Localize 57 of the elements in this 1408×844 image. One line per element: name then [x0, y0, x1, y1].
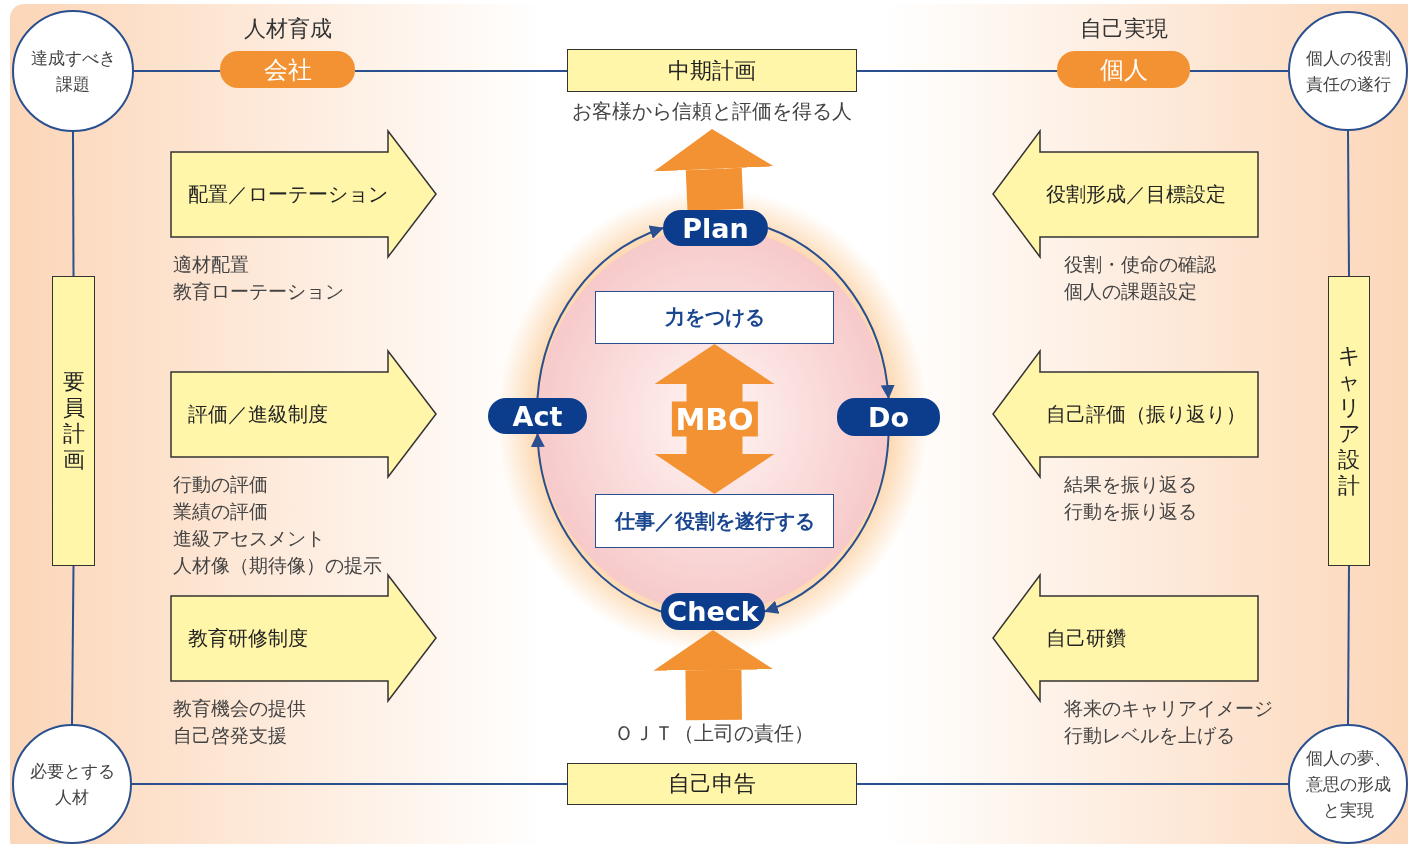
caption-text: 人材像（期待像）の提示: [173, 553, 382, 578]
edge-label: MBO: [671, 401, 758, 437]
arrow-label: 評価／進級制度: [188, 401, 328, 428]
category-pill: 個人: [1057, 51, 1190, 88]
caption-text: ＯＪＴ（上司の責任）: [600, 720, 828, 746]
caption-text: 教育ローテーション: [173, 279, 344, 304]
arrow: [536, 226, 664, 399]
phase-pill: Act: [488, 398, 587, 434]
phase-pill: Plan: [663, 210, 768, 246]
connector-line: [856, 70, 1058, 72]
node-text: 達成すべき課題: [29, 47, 117, 96]
caption-text: 行動レベルを上げる: [1064, 723, 1235, 748]
heading-text: 自己実現: [1078, 15, 1169, 43]
label-box: 自己申告: [567, 763, 857, 805]
label-box: 中期計画: [567, 49, 857, 92]
caption-text: 進級アセスメント: [173, 526, 325, 551]
node-text: 個人の夢、意思の形成と実現: [1304, 747, 1392, 822]
arrow-label: 自己評価（振り返り）: [1046, 401, 1246, 428]
phase-pill: Check: [661, 593, 765, 630]
arrow-label: 役割形成／目標設定: [1046, 181, 1226, 208]
connector-line: [1189, 70, 1289, 72]
caption-text: 教育機会の提供: [173, 696, 306, 721]
arrow: [764, 435, 890, 613]
node-text: 必要とする人材: [28, 760, 116, 809]
phase-pill: Do: [837, 398, 940, 436]
connector-line: [72, 131, 75, 277]
arrow-label: 自己研鑽: [1046, 625, 1126, 652]
connector-line: [856, 783, 1289, 785]
caption-text: お客様から信頼と評価を得る人: [571, 98, 853, 125]
heading-text: 人材育成: [242, 15, 333, 43]
connector-line: [1347, 130, 1350, 277]
vertical-label-box: キャリア設計: [1328, 276, 1370, 566]
connector-line: [133, 70, 221, 72]
arrow-label: 教育研修制度: [188, 625, 308, 652]
vertical-label-box: 要員計画: [52, 276, 95, 566]
caption-text: 適材配置: [173, 252, 249, 277]
arrow: [767, 227, 894, 399]
connector-line: [131, 783, 568, 785]
caption-text: 行動を振り返る: [1064, 499, 1197, 524]
node-text: 個人の役割責任の遂行: [1304, 47, 1392, 96]
caption-text: 行動の評価: [173, 472, 268, 497]
connector-line: [1347, 565, 1350, 725]
statement-box: 仕事／役割を遂行する: [595, 494, 834, 548]
connector-line: [71, 565, 75, 725]
caption-text: 結果を振り返る: [1064, 472, 1197, 497]
statement-box: 力をつける: [595, 291, 834, 344]
caption-text: 業績の評価: [173, 499, 268, 524]
block-arrow: [654, 344, 775, 494]
category-pill: 会社: [220, 51, 355, 88]
caption-text: 自己啓発支援: [173, 723, 287, 748]
caption-text: 将来のキャリアイメージ: [1064, 696, 1273, 721]
caption-text: 役割・使命の確認: [1064, 252, 1216, 277]
arrow: [531, 433, 662, 613]
block-arrow: [653, 630, 774, 721]
connector-line: [354, 70, 568, 72]
arrow-label: 配置／ローテーション: [188, 181, 388, 208]
caption-text: 個人の課題設定: [1064, 279, 1197, 304]
